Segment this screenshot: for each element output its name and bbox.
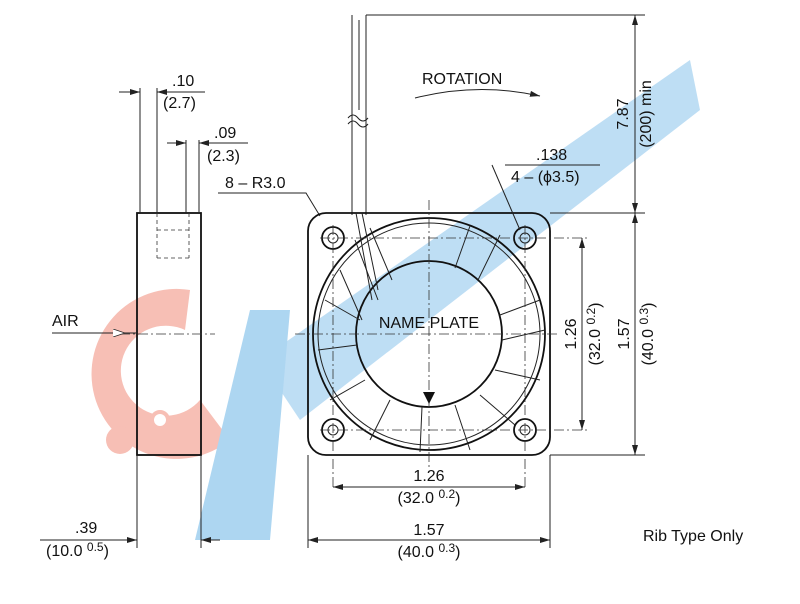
lead-length-inch: 7.87	[615, 98, 632, 129]
dim-depth-mm: (10.0 0.5)	[46, 540, 109, 560]
hole-spacing-h-inch: 1.26	[413, 468, 444, 485]
size-v-mm: (40.0 0.3)	[637, 303, 657, 366]
hole-dim-mm: 4 – (ϕ3.5)	[511, 169, 580, 186]
corner-radius-label: 8 – R3.0	[225, 175, 286, 192]
dim-top-2-inch: .09	[214, 125, 236, 142]
hole-spacing-v-inch: 1.26	[563, 318, 580, 349]
dim-depth-inch: .39	[75, 520, 97, 537]
airflow-arrow-icon	[423, 392, 435, 404]
size-h-inch: 1.57	[413, 522, 444, 539]
dim-top-1-mm: (2.7)	[163, 95, 196, 112]
lead-length-mm: (200) min	[638, 80, 655, 148]
size-h-mm: (40.0 0.3)	[398, 541, 461, 561]
air-label: AIR	[52, 313, 79, 330]
dim-top-1-inch: .10	[172, 73, 194, 90]
dim-top-2-mm: (2.3)	[207, 148, 240, 165]
name-plate-label: NAME PLATE	[379, 315, 479, 332]
front-view: NAME PLATE ROTATION .138 4 – (ϕ3.5) 7.87…	[295, 14, 657, 561]
size-v-inch: 1.57	[616, 318, 633, 349]
watermark-logo	[91, 60, 700, 540]
side-view: .10 (2.7) .09 (2.3) 8 – R3.0 AIR .39 (10…	[40, 73, 321, 560]
rotation-label: ROTATION	[422, 71, 502, 88]
hole-spacing-v-mm: (32.0 0.2)	[584, 303, 604, 366]
rotation-arrow-icon	[414, 89, 541, 99]
rib-type-note: Rib Type Only	[643, 528, 743, 545]
hole-spacing-h-mm: (32.0 0.2)	[398, 487, 461, 507]
hole-dim-inch: .138	[536, 147, 567, 164]
